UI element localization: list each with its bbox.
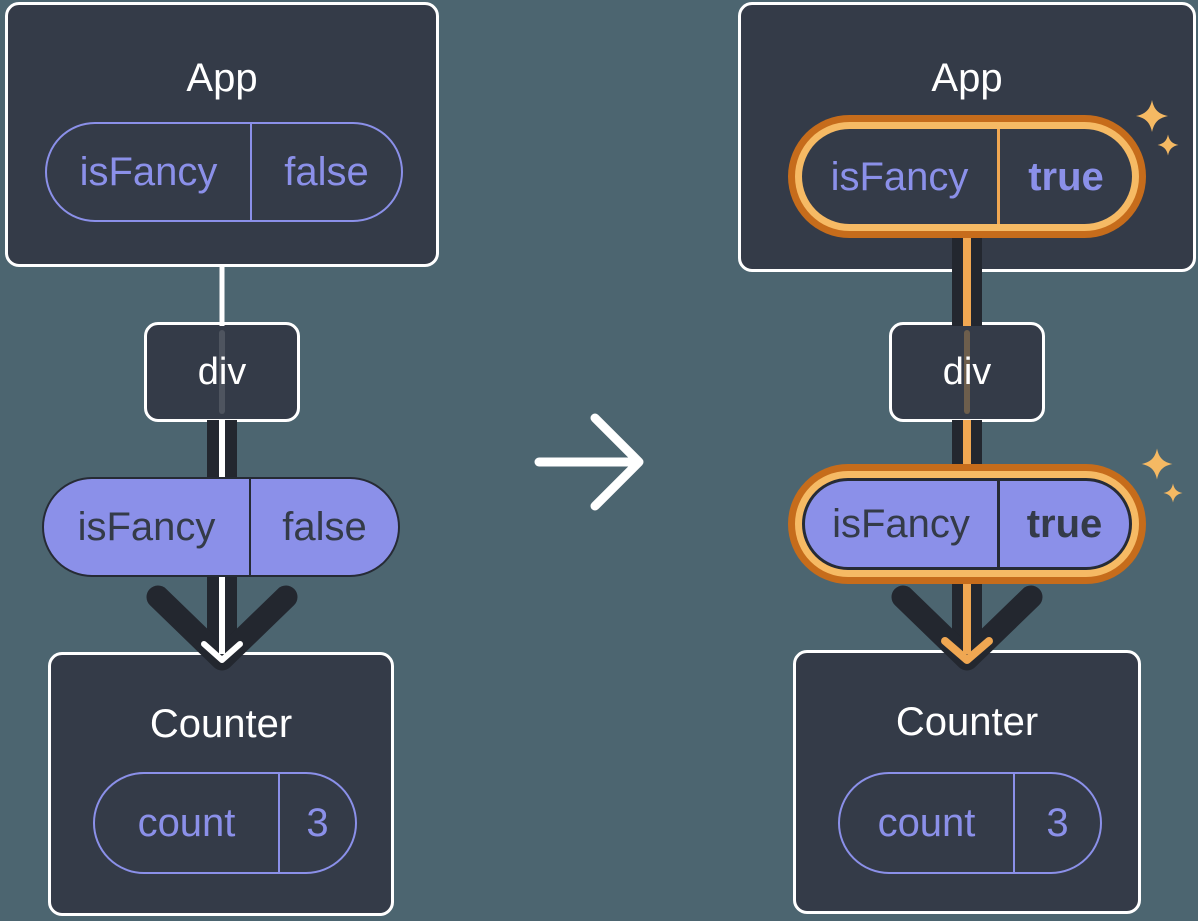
- sparkle-icon: [1141, 448, 1173, 480]
- connector-ghost-line: [219, 330, 225, 414]
- element-label: div: [942, 350, 992, 393]
- prop-pill: isFancy false: [42, 477, 400, 577]
- prop-key: isFancy: [77, 505, 216, 549]
- prop-pill-highlighted: isFancy true: [788, 464, 1146, 584]
- highlight-ring: isFancy true: [795, 471, 1139, 577]
- state-pill-highlighted: isFancy true: [788, 115, 1146, 238]
- prop-value: false: [249, 479, 398, 575]
- arrow-right-icon: [534, 413, 644, 511]
- state-value: false: [250, 124, 401, 220]
- state-pill: count 3: [93, 772, 357, 874]
- div-element-node: div: [889, 322, 1045, 422]
- component-title: App: [186, 56, 258, 100]
- state-key: isFancy: [79, 150, 218, 194]
- counter-component-node: Counter count 3: [48, 652, 394, 916]
- prop-value: true: [997, 481, 1129, 567]
- state-pill: isFancy false: [45, 122, 403, 222]
- state-value: 3: [1013, 774, 1100, 872]
- element-label: div: [197, 350, 247, 393]
- sparkle-icon: [1163, 483, 1183, 503]
- component-title: Counter: [149, 702, 293, 746]
- counter-component-node: Counter count 3: [793, 650, 1141, 914]
- component-title: Counter: [895, 700, 1039, 744]
- state-value: 3: [278, 774, 355, 872]
- state-key: isFancy: [830, 154, 969, 199]
- state-key: count: [877, 801, 976, 845]
- props-flow-arrowhead: [146, 585, 298, 671]
- state-value: true: [997, 129, 1132, 224]
- div-element-node: div: [144, 322, 300, 422]
- prop-key: isFancy: [832, 502, 970, 546]
- app-component-node: App isFancy false: [5, 2, 439, 267]
- component-title: App: [931, 56, 1003, 100]
- connector-ghost-line: [964, 330, 970, 414]
- highlight-ring: isFancy true: [795, 122, 1139, 231]
- state-pill: count 3: [838, 772, 1102, 874]
- state-key: count: [137, 801, 236, 845]
